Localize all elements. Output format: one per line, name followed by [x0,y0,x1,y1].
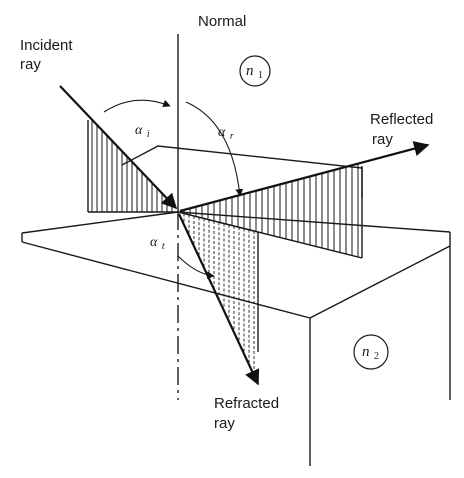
refracted-hatch-lines [183,213,255,376]
transmitted-angle-arc [177,255,215,280]
reflected-hatch-lines [183,163,359,257]
reflected-ray [179,141,430,213]
incident-ray [59,85,178,210]
incident-angle-symbol: α [135,123,143,138]
incident-angle-arc [103,99,171,113]
transmitted-angle-symbol: α [150,235,158,250]
rays [59,85,430,386]
refracted-hatch-region [177,211,259,376]
incident-angle-subscript: i [147,129,150,140]
refracted-hatch-top-edge [177,211,259,233]
transmitted-angle-subscript: t [162,241,165,252]
block-top-right-edge [177,211,451,233]
block-front-top-edge [21,241,311,319]
medium-n1-label: n 1 [246,62,263,81]
text-labels: Normal Incident ray Reflected ray Refrac… [20,13,433,432]
reflected-angle-subscript: r [230,131,234,142]
incident-hatch-lines [91,119,173,212]
medium-n1-subscript: 1 [258,70,263,81]
medium-n1-symbol: n [246,63,254,79]
refracted-ray [178,213,260,386]
incident-angle-label: α i [135,121,150,140]
incident-hatch-region [87,119,178,213]
refracted-label-line2: ray [214,415,235,432]
reflected-label-line1: Reflected [370,111,433,128]
medium-n2-symbol: n [362,344,370,360]
block-top-left-edge [21,211,179,234]
incident-label-line1: Incident [20,37,73,54]
reflected-angle-label: α r [218,123,234,142]
medium-n1-marker: n 1 [239,55,271,87]
transmitted-angle-label: α t [150,233,165,252]
medium-n2-subscript: 2 [374,351,379,362]
medium-n2-circle [353,334,389,370]
reflected-label-line2: ray [372,131,393,148]
interface-block [21,211,451,466]
block-right-top-edge [309,245,451,319]
normal-label: Normal [198,13,246,30]
refracted-label-line1: Refracted [214,395,279,412]
reflected-angle-symbol: α [218,125,226,140]
incident-label-line2: ray [20,56,41,73]
medium-n2-marker: n 2 [353,334,389,370]
reflected-angle-arc [185,101,244,197]
angle-arcs [103,99,244,280]
reflected-hatch-region [177,163,363,259]
medium-n1-circle [239,55,271,87]
medium-n2-label: n 2 [362,343,379,362]
